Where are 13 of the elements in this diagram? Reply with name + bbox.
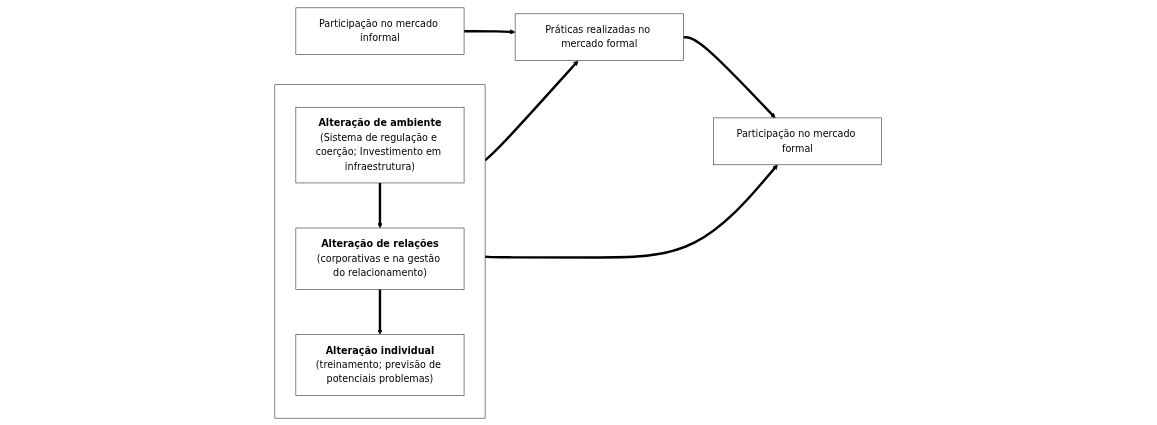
node-box: Práticas realizadas no mercado formal: [515, 13, 684, 61]
arrow: [377, 288, 383, 335]
arrow: [485, 164, 779, 259]
node-box: Alteração individual (treinamento; previsão de potenciais problemas): [295, 333, 465, 396]
node-box: Alteração de ambiente (Sistema de regulação e coerção; Investimento em infraestrutura): [295, 106, 465, 183]
arrow: [683, 35, 776, 118]
node-box: Participação no mercado formal: [713, 117, 883, 165]
node-box: Participação no mercado informal: [295, 7, 465, 55]
node-box: Alteração de relações (corporativas e na gestão do relacionamento): [295, 227, 465, 290]
arrow: [377, 182, 383, 228]
arrow: [484, 59, 579, 161]
arrow: [464, 28, 516, 34]
cluster: [274, 83, 486, 418]
